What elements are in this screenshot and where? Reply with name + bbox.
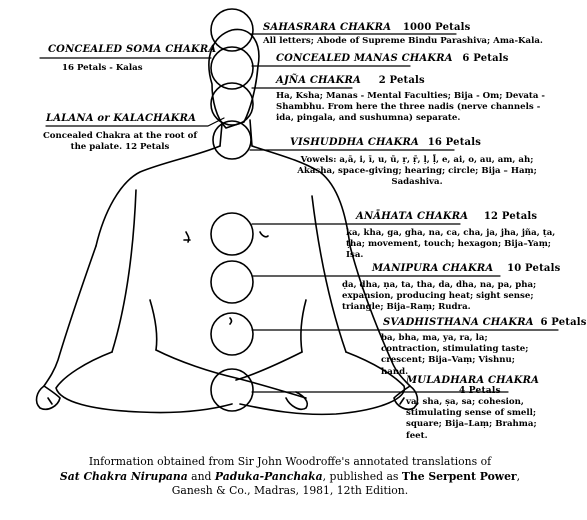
vishuddha-name: VISHUDDHA CHAKRA bbox=[290, 137, 419, 148]
right-shoulder bbox=[251, 145, 351, 247]
left-thigh bbox=[55, 351, 233, 414]
manipura-title: MANIPURA CHAKRA 10 Petals bbox=[372, 263, 560, 275]
left-hand bbox=[35, 385, 61, 411]
manipura-description: ḍa, ḍha, ṇa, ta, tha, da, dha, na, pa, p… bbox=[342, 280, 537, 313]
anahata-description: ka, kha, ga, gha, na, ca, cha, ja, jha, … bbox=[346, 228, 556, 261]
caption-serpent-power: The Serpent Power bbox=[401, 469, 517, 483]
right-waist bbox=[300, 299, 307, 353]
right-thigh bbox=[239, 351, 406, 416]
meditating-figure-illustration bbox=[35, 8, 559, 416]
vishuddha-title: VISHUDDHA CHAKRA 16 Petals bbox=[290, 137, 481, 149]
right-nipple bbox=[259, 231, 269, 238]
ajna-title: AJÑA CHAKRA 2 Petals bbox=[276, 75, 425, 87]
manas-title: CONCEALED MANAS CHAKRA 6 Petals bbox=[276, 53, 509, 65]
chakra-circle-manas bbox=[210, 46, 254, 90]
chakra-circle-ajna bbox=[210, 82, 254, 126]
anahata-name: ANĀHATA CHAKRA bbox=[356, 211, 469, 222]
caption-and: and bbox=[187, 469, 215, 483]
ajna-description: Ha, Ksha; Manas - Mental Faculties; Bija… bbox=[276, 91, 545, 124]
right-inner-arm bbox=[311, 195, 347, 353]
left-waist bbox=[149, 299, 158, 351]
lalana-description: Concealed Chakra at the root of the pala… bbox=[42, 131, 198, 153]
caption-line-2: Sat Chakra Nirupana and Paduka-Panchaka,… bbox=[0, 470, 580, 485]
chakra-circle-anahata bbox=[210, 212, 254, 256]
sahasrara-description: All letters; Abode of Supreme Bindu Para… bbox=[263, 36, 543, 46]
manas-petals: 6 Petals bbox=[462, 53, 509, 64]
sahasrara-title: SAHASRARA CHAKRA 1000 Petals bbox=[263, 22, 471, 34]
source-caption: Information obtained from Sir John Woodr… bbox=[0, 455, 580, 499]
left-inner-arm bbox=[111, 189, 137, 353]
sahasrara-petals: 1000 Petals bbox=[402, 22, 471, 33]
sahasrara-name: SAHASRARA CHAKRA bbox=[263, 22, 392, 33]
chakra-circle-vishuddha bbox=[212, 120, 252, 160]
navel bbox=[229, 317, 233, 325]
leader-lalana bbox=[45, 117, 225, 127]
caption-line-1: Information obtained from Sir John Woodr… bbox=[88, 455, 492, 468]
muladhara-petals: 4 Petals bbox=[459, 386, 501, 396]
svadhisthana-name: SVADHISTHANA CHAKRA bbox=[383, 317, 534, 328]
left-nipple bbox=[183, 231, 191, 243]
lalana-title: LALANA or KALACHAKRA bbox=[46, 113, 197, 124]
chakra-circle-sahasrara bbox=[210, 8, 254, 52]
caption-book-1: Sat Chakra Nirupana bbox=[59, 469, 188, 483]
caption-comma: , bbox=[516, 469, 521, 483]
anahata-petals: 12 Petals bbox=[483, 211, 538, 222]
left-arm bbox=[43, 245, 97, 387]
vishuddha-petals: 16 Petals bbox=[427, 137, 482, 148]
soma-description: 16 Petals - Kalas bbox=[62, 63, 143, 73]
manipura-name: MANIPURA CHAKRA bbox=[372, 263, 494, 274]
soma-title: CONCEALED SOMA CHAKRA bbox=[48, 44, 217, 55]
svadhisthana-petals: 6 Petals bbox=[540, 317, 587, 328]
svadhisthana-description: ba, bha, ma, ya, ra, la; contraction, st… bbox=[381, 333, 529, 377]
caption-published: , published as bbox=[322, 469, 402, 483]
ajna-name: AJÑA CHAKRA bbox=[276, 75, 361, 86]
chakra-circle-manipura bbox=[210, 260, 254, 304]
anahata-title: ANĀHATA CHAKRA 12 Petals bbox=[356, 211, 537, 223]
ajna-petals: 2 Petals bbox=[378, 75, 425, 86]
right-arm bbox=[349, 245, 411, 387]
manipura-petals: 10 Petals bbox=[507, 263, 561, 274]
left-calf bbox=[155, 349, 307, 399]
manas-name: CONCEALED MANAS CHAKRA bbox=[276, 53, 453, 64]
vishuddha-description: Vowels: a,ā, i, ī, u, ū, ṛ, ṝ, ḷ, ḹ, e, … bbox=[297, 155, 537, 188]
caption-line-3: Ganesh & Co., Madras, 1981, 12th Edition… bbox=[171, 484, 409, 498]
svadhisthana-title: SVADHISTHANA CHAKRA 6 Petals bbox=[383, 317, 587, 329]
right-foot bbox=[285, 391, 309, 411]
chakra-circle-muladhara bbox=[210, 368, 254, 412]
chakra-circle-svadhisthana bbox=[210, 312, 254, 356]
muladhara-title: MULADHARA CHAKRA bbox=[406, 375, 540, 386]
left-shoulder bbox=[95, 145, 221, 247]
right-calf bbox=[235, 351, 303, 381]
caption-book-2: Paduka-Panchaka bbox=[214, 469, 323, 483]
muladhara-description: va, sha, ṣa, sa; cohesion, stimulating s… bbox=[406, 397, 537, 441]
